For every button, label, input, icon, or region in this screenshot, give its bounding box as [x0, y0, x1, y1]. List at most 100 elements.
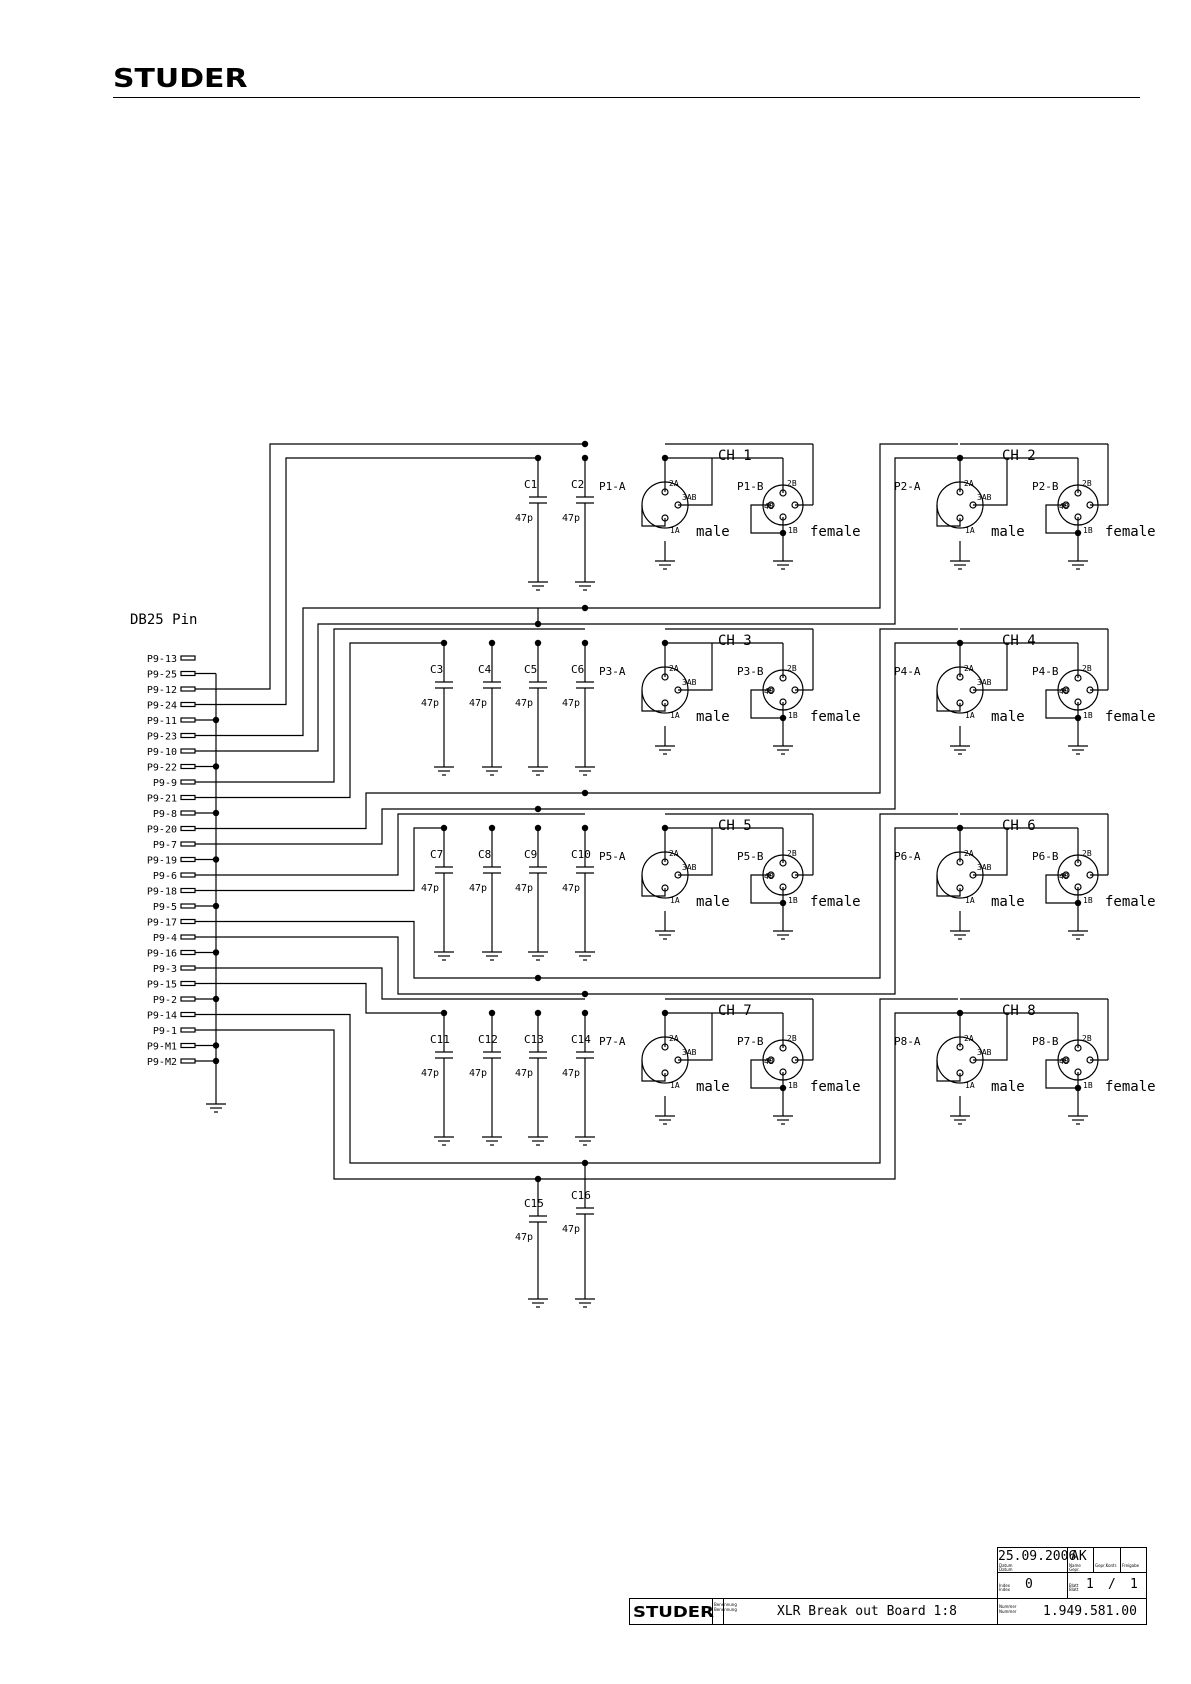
pin-number: 1A [965, 896, 975, 905]
xlr-pin [1074, 883, 1082, 891]
junction-dot [488, 1009, 496, 1017]
xlr-female-body [1057, 854, 1099, 896]
wire-ground [1045, 689, 1079, 719]
xlr-pin [661, 858, 669, 866]
pin-number: 4B [1059, 502, 1069, 511]
connector-ref: P6-B [1032, 850, 1059, 863]
junction-dot [779, 529, 787, 537]
xlr-male-body [936, 1036, 984, 1084]
xlr-pin [1062, 686, 1070, 694]
xlr-male-body [641, 1036, 689, 1084]
components [180, 440, 1099, 1223]
xlr-female-body [1057, 669, 1099, 711]
xlr-pin [779, 1044, 787, 1052]
connector-ref: P4-A [894, 665, 921, 678]
pin-number: 1A [965, 526, 975, 535]
junction-dot [440, 824, 448, 832]
pin-number: 4B [764, 502, 774, 511]
xlr-pin [661, 673, 669, 681]
capacitor-value: 47p [421, 883, 439, 894]
junction-dot [779, 714, 787, 722]
wire-ground [641, 505, 666, 527]
route-ch1 [195, 443, 585, 690]
route-ch7 [195, 967, 585, 1000]
capacitor-label: C16 [571, 1189, 591, 1202]
xlr-pin [1074, 1044, 1082, 1052]
junction-dot [956, 824, 964, 832]
pin-number: 1B [1083, 1081, 1093, 1090]
pin-connector [180, 670, 196, 677]
connector-ref: P2-A [894, 480, 921, 493]
xlr-pin [661, 488, 669, 496]
junction-dot [581, 990, 589, 998]
pin-connector [180, 748, 196, 754]
capacitor-value: 47p [562, 1224, 580, 1235]
wire-ground [1045, 874, 1079, 904]
xlr-pin [779, 1068, 787, 1076]
male-label: male [696, 894, 730, 910]
pin-number: 3AB [977, 678, 992, 687]
pin-label: P9-3 [153, 964, 177, 975]
tb-label-sheet-2: Blatt [1069, 1587, 1079, 1592]
xlr-male-body [641, 851, 689, 899]
pin-number: 3AB [682, 863, 697, 872]
channel-label: CH 6 [1002, 818, 1036, 834]
junction-dot [581, 440, 589, 448]
xlr-pin [956, 1069, 964, 1077]
xlr-pin [1086, 501, 1094, 509]
junction-dot [534, 454, 542, 462]
pin-number: 2A [964, 664, 974, 673]
wire-cold [678, 458, 713, 506]
xlr-pin [956, 858, 964, 866]
xlr-pin [969, 871, 977, 879]
xlr-female-body [762, 854, 804, 896]
tb-label-name: Name [1069, 1563, 1081, 1568]
pin-number: 2A [669, 664, 679, 673]
tb-author: AK [1071, 1549, 1087, 1564]
tb-label-number: Nummer [999, 1604, 1017, 1609]
xlr-pin [1074, 513, 1082, 521]
pin-label: P9-8 [153, 809, 177, 820]
capacitor-value: 47p [515, 513, 533, 524]
xlr-pin [956, 673, 964, 681]
junction-dot [779, 1084, 787, 1092]
male-label: male [991, 709, 1025, 725]
pin-connector [180, 794, 196, 801]
junction-dot [212, 1057, 220, 1065]
pin-label: P9-18 [147, 887, 177, 898]
xlr-pin [767, 686, 775, 694]
junction-dot [212, 949, 220, 956]
xlr-pin [1062, 501, 1070, 509]
wire-ground [936, 690, 961, 712]
connector-ref: P3-A [599, 665, 626, 678]
connector-ref: P1-B [737, 480, 764, 493]
female-label: female [1105, 1079, 1156, 1095]
junction-dot [212, 856, 220, 863]
female-label: female [810, 894, 861, 910]
xlr-male-body [936, 851, 984, 899]
capacitor-label: C13 [524, 1033, 544, 1046]
capacitor-label: C9 [524, 848, 537, 861]
route-ch5 [195, 813, 585, 876]
male-label: male [991, 524, 1025, 540]
pin-connector [180, 717, 196, 723]
junction-dot [1074, 1084, 1082, 1092]
pin-connector [180, 996, 196, 1002]
capacitor-label: C4 [478, 663, 492, 676]
junction-dot [1074, 899, 1082, 907]
tb-title: XLR Break out Board 1:8 [777, 1604, 958, 1619]
pin-number: 3AB [682, 678, 697, 687]
junction-dot [212, 1042, 220, 1049]
capacitor-label: C15 [524, 1197, 544, 1210]
junction-dot [534, 1009, 542, 1017]
female-label: female [1105, 894, 1156, 910]
page-header: STUDER [0, 0, 1191, 110]
capacitor-label: C6 [571, 663, 584, 676]
connector-ref: P8-B [1032, 1035, 1059, 1048]
pin-number: 3AB [977, 493, 992, 502]
capacitor-value: 47p [469, 1068, 487, 1079]
wire-cold [678, 828, 713, 876]
pin-number: 3AB [977, 1048, 992, 1057]
tb-sheets: 1 [1130, 1577, 1138, 1592]
pin-connector [180, 856, 196, 863]
